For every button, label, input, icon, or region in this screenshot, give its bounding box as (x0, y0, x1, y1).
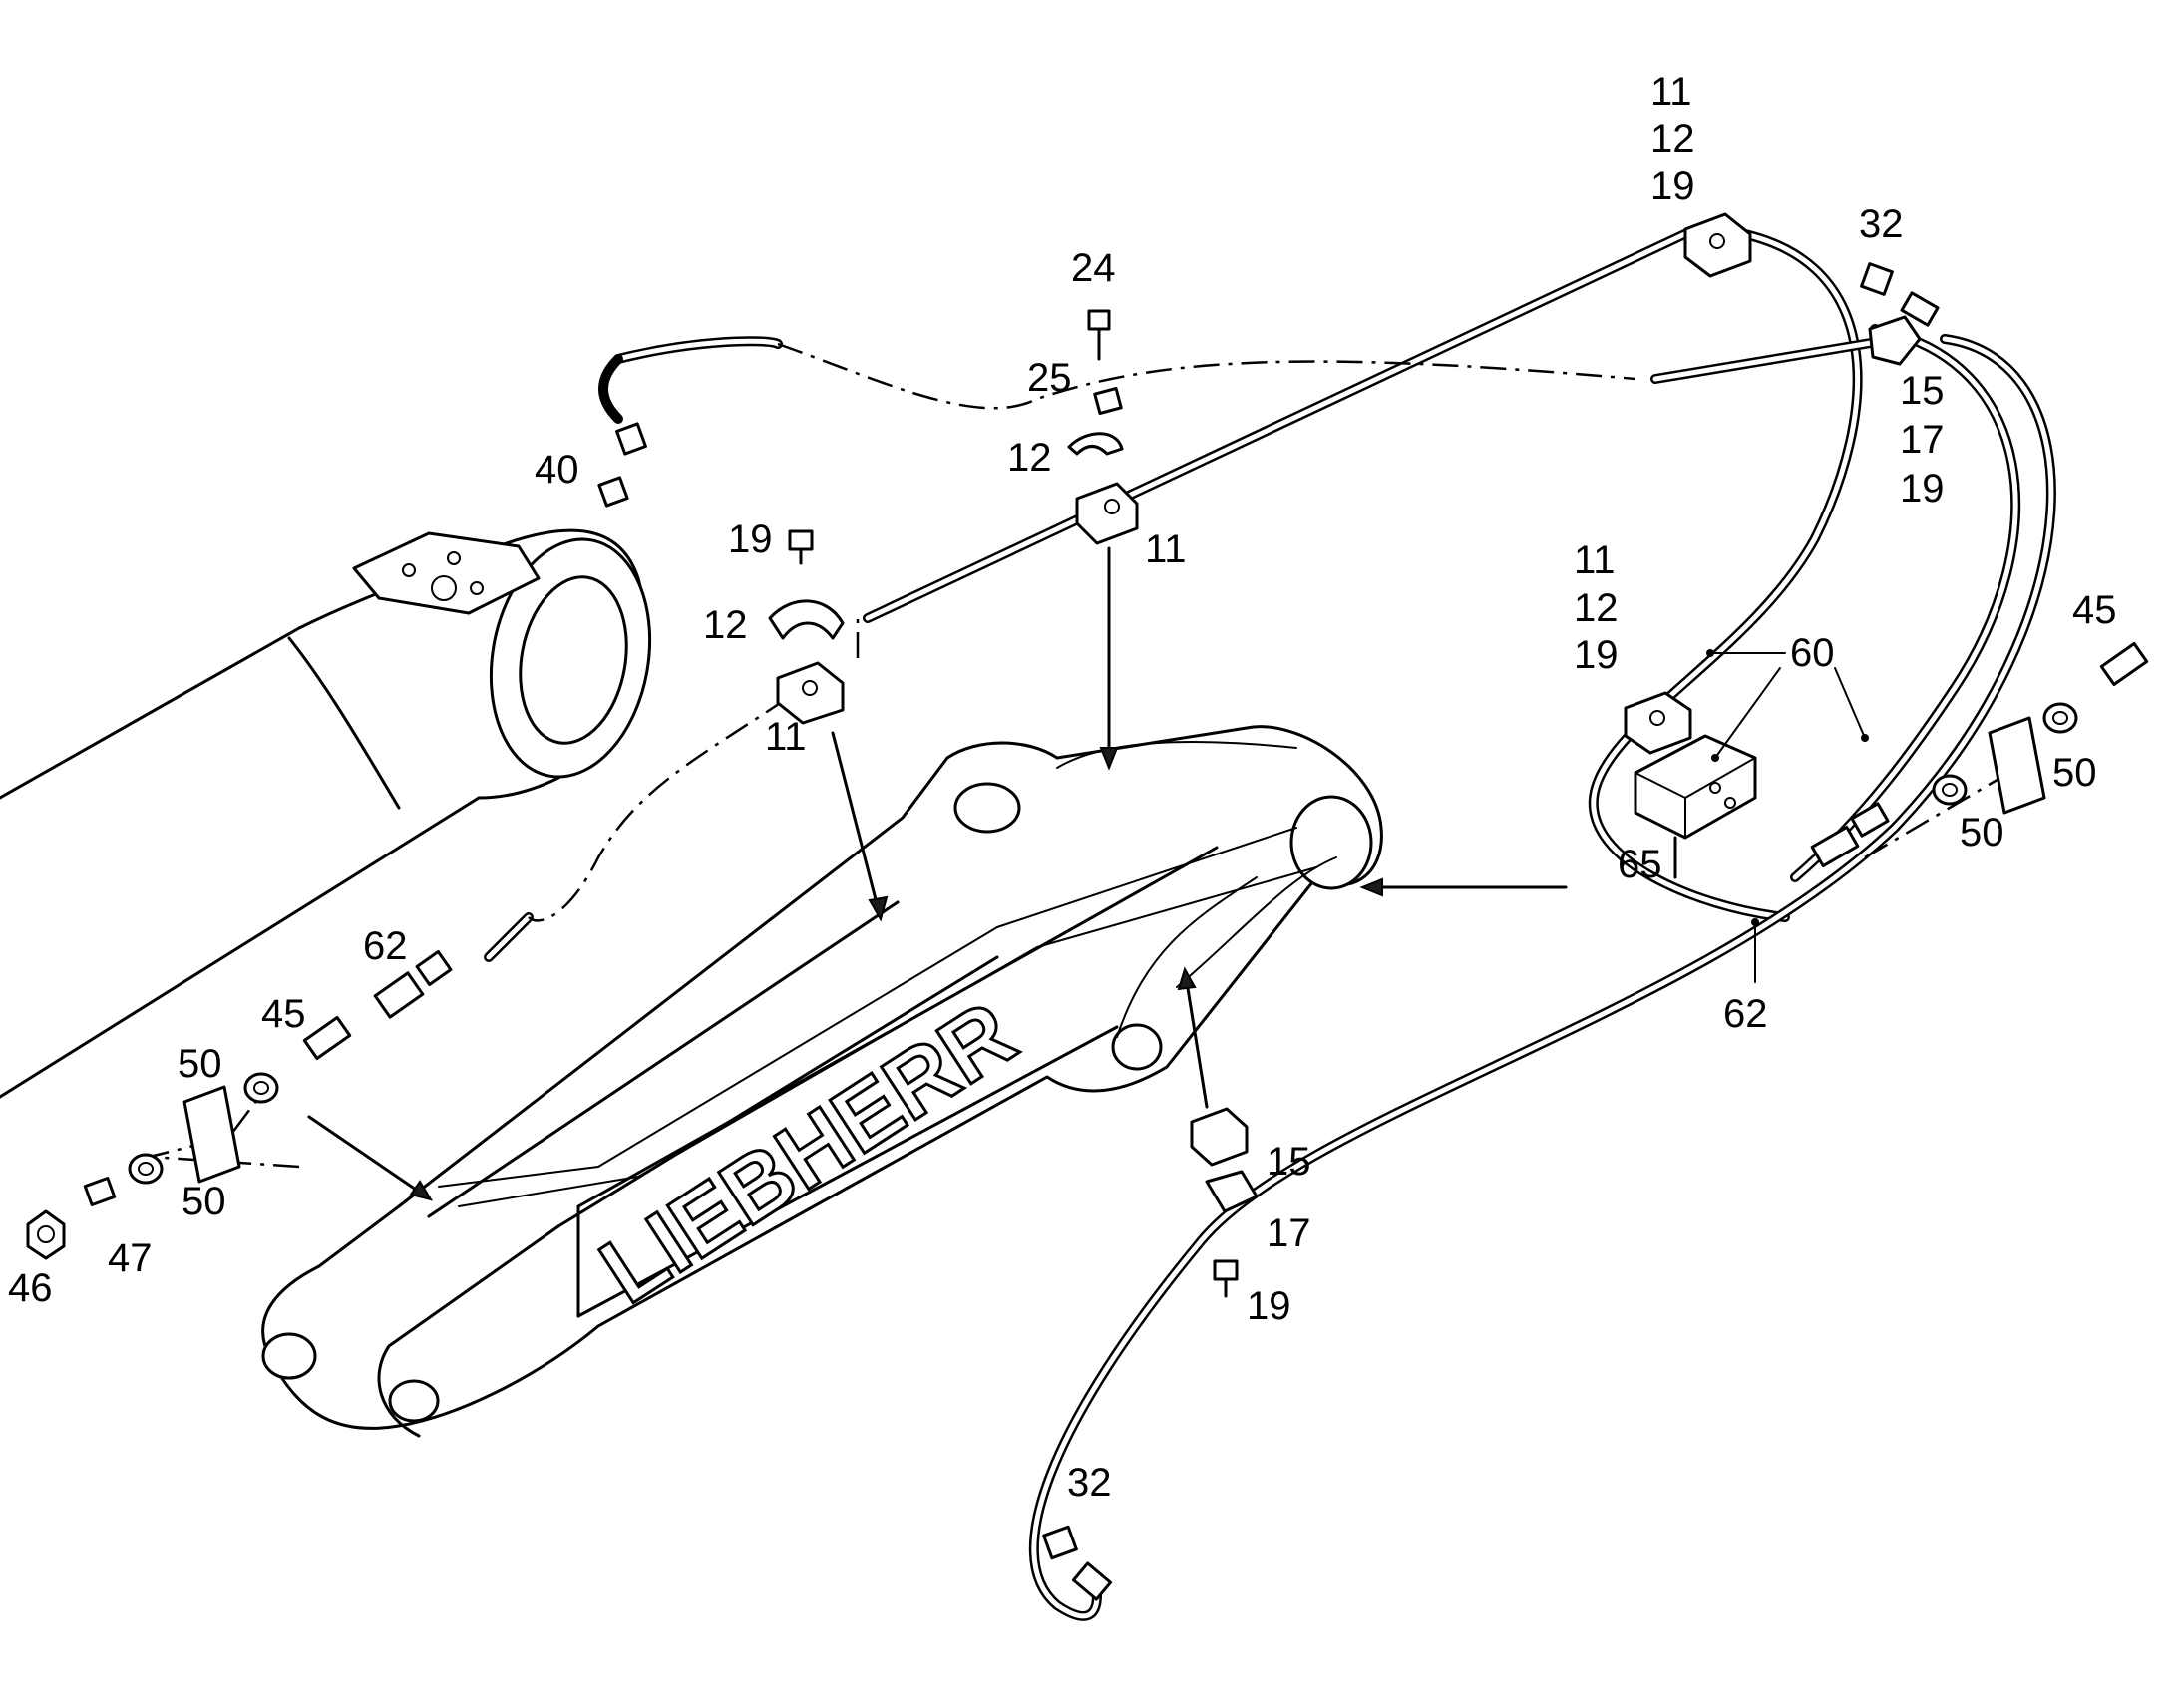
plate-50-right (1988, 716, 2046, 815)
excavator-stick: LIEBHERR (261, 725, 1383, 1438)
callout-12-top: 12 (1650, 117, 1695, 161)
cylinder-port-block (352, 531, 541, 615)
fitting-62-right (1810, 825, 1860, 868)
callout-11-left: 11 (765, 715, 807, 759)
callout-15-low: 15 (1267, 1140, 1311, 1184)
callout-12-left: 12 (703, 603, 748, 647)
callout-15-right: 15 (1900, 369, 1945, 413)
callout-25: 25 (1027, 356, 1072, 400)
washer-50-left-a (243, 1072, 279, 1104)
clamp-15-lower (1190, 1107, 1249, 1167)
stick-pin-mid (1111, 1023, 1163, 1071)
clamp-11-top (1683, 212, 1752, 278)
callout-19-mid: 19 (728, 517, 773, 561)
nut-46 (26, 1209, 66, 1260)
washer-50-left-b (128, 1153, 164, 1185)
callout-labels: 11 12 19 32 24 25 12 40 19 11 15 17 19 1… (8, 70, 2117, 1505)
callout-62-right: 62 (1723, 992, 1768, 1036)
reference-arrows (307, 546, 1568, 1201)
fitting-40 (615, 422, 647, 456)
callout-50-left-b: 50 (182, 1180, 226, 1223)
washer-50-right-a (2042, 702, 2078, 734)
callout-65: 65 (1618, 843, 1662, 886)
pin-45-left (302, 1016, 352, 1060)
clamp-11-right (1624, 691, 1692, 755)
hydraulic-cylinder (0, 528, 652, 1099)
callout-50-right-a: 50 (2052, 751, 2097, 795)
callout-19-top: 19 (1650, 165, 1695, 208)
callout-17-right: 17 (1900, 418, 1945, 462)
cylinder-bore (519, 575, 628, 745)
washer-50-right-b (1932, 774, 1968, 806)
stick-pin-right (388, 1379, 440, 1423)
fitting-32-top (1860, 262, 1894, 296)
stick-body (261, 725, 1383, 1430)
stick-head-pin (1289, 795, 1373, 890)
clamp-11-mid (1075, 482, 1139, 545)
clamp-12-left (768, 599, 845, 640)
callout-19-low: 19 (1247, 1284, 1291, 1328)
callout-32-bottom: 32 (1067, 1461, 1112, 1505)
fitting-32-bottom (1042, 1525, 1078, 1560)
callout-40: 40 (535, 448, 579, 492)
callout-47: 47 (108, 1236, 153, 1280)
clamp-12-mid (1067, 432, 1124, 456)
callout-19-midright: 19 (1574, 633, 1619, 677)
plate-50-left (182, 1085, 241, 1184)
bolt-19-mid (788, 529, 814, 551)
stick-top-pin (953, 782, 1021, 834)
pin-47 (83, 1176, 117, 1207)
callout-60: 60 (1790, 631, 1835, 675)
hoses-and-pipes (484, 224, 2056, 1621)
callout-46: 46 (8, 1266, 53, 1310)
fitting-62-left (373, 971, 425, 1019)
small-parts (26, 212, 2149, 1601)
callout-12-midright: 12 (1574, 586, 1619, 630)
valve-block-60 (1634, 734, 1757, 840)
callout-50-left-a: 50 (178, 1042, 222, 1086)
callout-12-mid: 12 (1007, 436, 1052, 480)
callout-62-left: 62 (363, 924, 408, 968)
callout-32-top: 32 (1859, 202, 1904, 246)
callout-11-mid: 11 (1145, 527, 1187, 571)
callout-50-right-b: 50 (1960, 811, 2004, 854)
bracket-17-lower (1205, 1170, 1259, 1213)
callout-19-right: 19 (1900, 467, 1945, 511)
leader-lines (1706, 649, 1869, 983)
callout-11-top: 11 (1650, 70, 1692, 114)
stick-pin-left (261, 1332, 317, 1380)
bolt-19-lower (1213, 1259, 1239, 1281)
callout-17-low: 17 (1267, 1211, 1311, 1255)
callout-11-midright: 11 (1574, 538, 1616, 582)
callout-24: 24 (1071, 246, 1116, 290)
bolt-25 (1093, 386, 1123, 416)
callout-45-right: 45 (2072, 588, 2117, 632)
clamp-15-right (1868, 315, 1922, 366)
pin-45-right (2099, 642, 2149, 686)
clamp-11-left (776, 661, 845, 725)
callout-45-left: 45 (261, 992, 306, 1036)
